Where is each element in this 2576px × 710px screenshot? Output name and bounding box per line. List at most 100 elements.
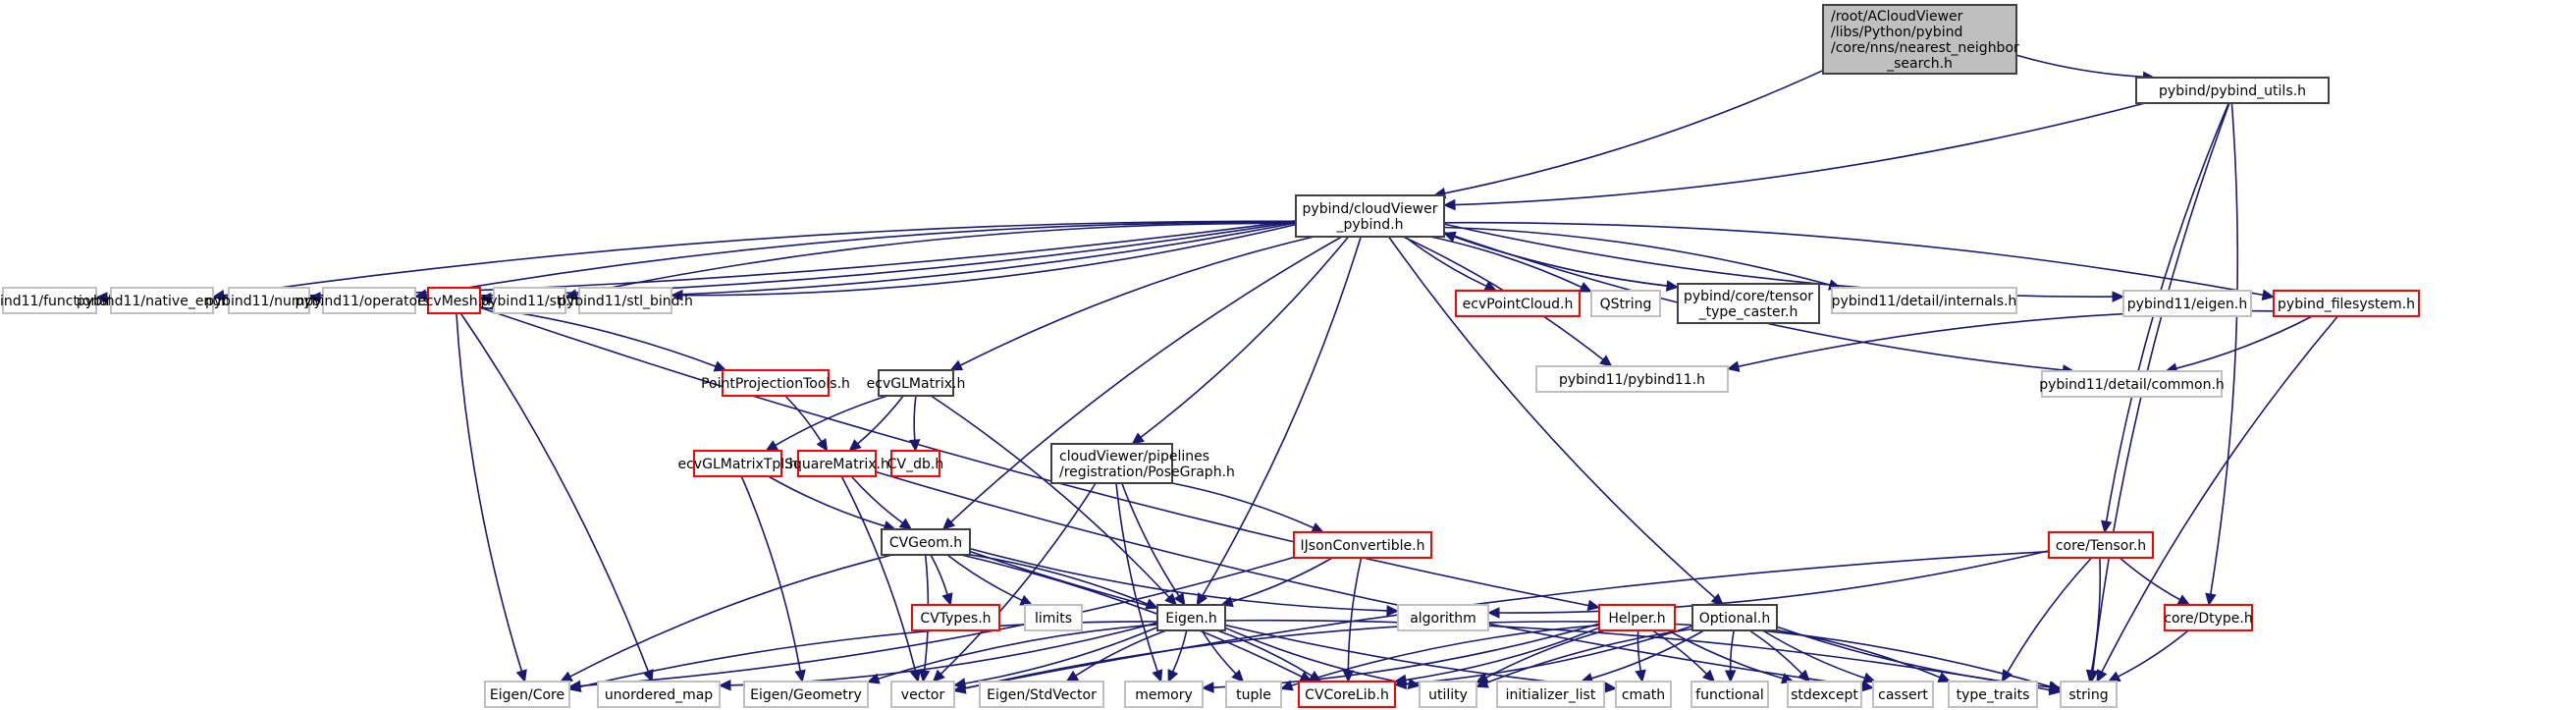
node-Eigen_Geometry: Eigen/Geometry bbox=[743, 681, 869, 708]
edge-line bbox=[459, 312, 650, 672]
edge-line bbox=[1485, 629, 1606, 679]
edge-line bbox=[1429, 236, 1583, 289]
node-pybind_utils[interactable]: pybind/pybind_utils.h bbox=[2135, 77, 2330, 104]
edge-core_Tensor-to-string bbox=[2085, 557, 2102, 683]
node-pybind11_h: pybind11/pybind11.h bbox=[1535, 365, 1729, 393]
edge-ecvGLMatrix-to-SquareMatrix bbox=[848, 395, 904, 452]
edge-line bbox=[878, 624, 1158, 680]
arrowhead-icon bbox=[1860, 681, 1875, 692]
edge-pybind_utils-to-core_Tensor bbox=[2101, 102, 2229, 534]
node-label: memory bbox=[1135, 687, 1193, 703]
arrowhead-icon bbox=[1726, 360, 1741, 372]
node-label: _search.h bbox=[1886, 56, 1953, 72]
arrowhead-icon bbox=[1173, 592, 1186, 607]
arrowhead-icon bbox=[1231, 669, 1245, 683]
node-box bbox=[1831, 287, 2017, 314]
edge-core_Dtype-to-string bbox=[2107, 629, 2189, 683]
node-memory: memory bbox=[1124, 681, 1204, 708]
node-CVTypes[interactable]: CVTypes.h bbox=[911, 604, 1000, 631]
node-stl_bind: pybind11/stl_bind.h bbox=[558, 287, 693, 314]
edge-line bbox=[1171, 482, 1315, 529]
node-label: vector bbox=[901, 687, 945, 703]
node-Optional[interactable]: Optional.h bbox=[1691, 604, 1778, 631]
node-core_Tensor[interactable]: core/Tensor.h bbox=[2048, 531, 2154, 559]
node-box bbox=[484, 681, 570, 708]
arrowhead-icon bbox=[2096, 669, 2108, 683]
edge-core_Tensor-to-core_Dtype bbox=[2119, 557, 2191, 606]
arrowhead-icon bbox=[866, 673, 881, 684]
edge-line bbox=[775, 395, 888, 447]
node-Helper[interactable]: Helper.h bbox=[1598, 604, 1676, 631]
edge-cv_pybind-to-stl bbox=[564, 222, 1297, 300]
node-label: functional bbox=[1695, 687, 1764, 703]
edge-Eigen_h-to-Eigen_Geometry bbox=[866, 624, 1158, 684]
node-label: pybind_filesystem.h bbox=[2278, 297, 2415, 312]
arrowhead-icon bbox=[2176, 594, 2191, 606]
node-ecvGLMatrixTpl[interactable]: ecvGLMatrixTpl.h bbox=[678, 450, 798, 477]
node-label: PointProjectionTools.h bbox=[701, 376, 850, 392]
edge-line bbox=[425, 221, 1297, 296]
node-box bbox=[1225, 681, 1282, 708]
edge-line bbox=[1776, 626, 2051, 688]
node-ecvPointCloud[interactable]: ecvPointCloud.h bbox=[1455, 290, 1581, 317]
edge-line bbox=[1140, 236, 1350, 438]
node-label: core/Tensor.h bbox=[2056, 538, 2146, 554]
edge-line bbox=[1121, 482, 1180, 597]
node-functional_h: pybind11/functional.h bbox=[0, 287, 125, 314]
node-algorithm: algorithm bbox=[1397, 604, 1489, 631]
arrowhead-icon bbox=[515, 669, 527, 683]
edge-ecvGLMatrix-to-Eigen_h bbox=[930, 395, 1178, 606]
edge-line bbox=[740, 475, 801, 672]
edge-line bbox=[913, 395, 917, 441]
arrowhead-icon bbox=[765, 440, 779, 452]
edge-line bbox=[1591, 629, 1705, 680]
node-box bbox=[2048, 531, 2154, 559]
node-Eigen_h[interactable]: Eigen.h bbox=[1156, 604, 1226, 631]
edge-line bbox=[2175, 315, 2313, 369]
node-CVCoreLib[interactable]: CVCoreLib.h bbox=[1298, 681, 1396, 708]
edge-line bbox=[1171, 629, 1188, 673]
node-box bbox=[2041, 370, 2223, 398]
node-CVGeom[interactable]: CVGeom.h bbox=[881, 528, 971, 556]
node-label: initializer_list bbox=[1506, 687, 1596, 703]
edge-cv_pybind-to-CVGeom bbox=[941, 236, 1343, 530]
node-IJsonConvertible[interactable]: IJsonConvertible.h bbox=[1293, 531, 1432, 559]
node-box bbox=[2122, 290, 2252, 317]
arrowhead-icon bbox=[2112, 291, 2125, 302]
edge-line bbox=[1443, 221, 2264, 297]
node-label: IJsonConvertible.h bbox=[1301, 538, 1425, 554]
node-ecvGLMatrix[interactable]: ecvGLMatrix.h bbox=[867, 369, 966, 397]
edge-PoseGraph-to-IJsonConvertible bbox=[1171, 482, 1325, 533]
node-label: unordered_map bbox=[605, 687, 713, 703]
node-label: Optional.h bbox=[1699, 611, 1771, 627]
node-QString: QString bbox=[1590, 290, 1661, 317]
node-SquareMatrix[interactable]: SquareMatrix.h bbox=[784, 450, 889, 477]
edge-line bbox=[1405, 627, 1600, 682]
edge-line bbox=[875, 470, 1863, 687]
edge-line bbox=[1729, 629, 1735, 672]
edge-pb_filesystem-to-common_h bbox=[2164, 315, 2313, 374]
node-box bbox=[1298, 681, 1396, 708]
node-ecvMesh[interactable]: ecvMesh.h bbox=[417, 287, 491, 314]
node-cv_pybind[interactable]: pybind/cloudViewer_pybind.h bbox=[1295, 194, 1445, 238]
node-root: /root/ACloudViewer/libs/Python/pybind/co… bbox=[1822, 4, 2019, 75]
node-vector: vector bbox=[890, 681, 955, 708]
node-CV_db[interactable]: CV_db.h bbox=[887, 450, 943, 477]
arrowhead-icon bbox=[848, 439, 862, 452]
node-label: pybind11/detail/internals.h bbox=[1832, 294, 2017, 309]
edge-PointProjectionTools-to-SquareMatrix bbox=[784, 395, 829, 453]
arrowhead-icon bbox=[1586, 599, 1601, 612]
node-label: ecvMesh.h bbox=[417, 294, 491, 309]
arrowhead-icon bbox=[1065, 670, 1080, 683]
node-box bbox=[1677, 283, 1820, 324]
edge-cv_pybind-to-QString bbox=[1429, 236, 1593, 293]
node-PointProjectionTools[interactable]: PointProjectionTools.h bbox=[701, 369, 850, 397]
arrowhead-icon bbox=[1937, 672, 1952, 683]
node-core_Dtype[interactable]: core/Dtype.h bbox=[2164, 604, 2253, 631]
edge-line bbox=[729, 622, 1158, 686]
node-pb_filesystem[interactable]: pybind_filesystem.h bbox=[2273, 290, 2420, 317]
node-PoseGraph[interactable]: cloudViewer/pipelines/registration/PoseG… bbox=[1050, 443, 1235, 484]
edge-line bbox=[1216, 629, 1313, 677]
node-label: ecvGLMatrix.h bbox=[867, 376, 966, 392]
node-tensor_caster[interactable]: pybind/core/tensor_type_caster.h bbox=[1677, 283, 1820, 324]
